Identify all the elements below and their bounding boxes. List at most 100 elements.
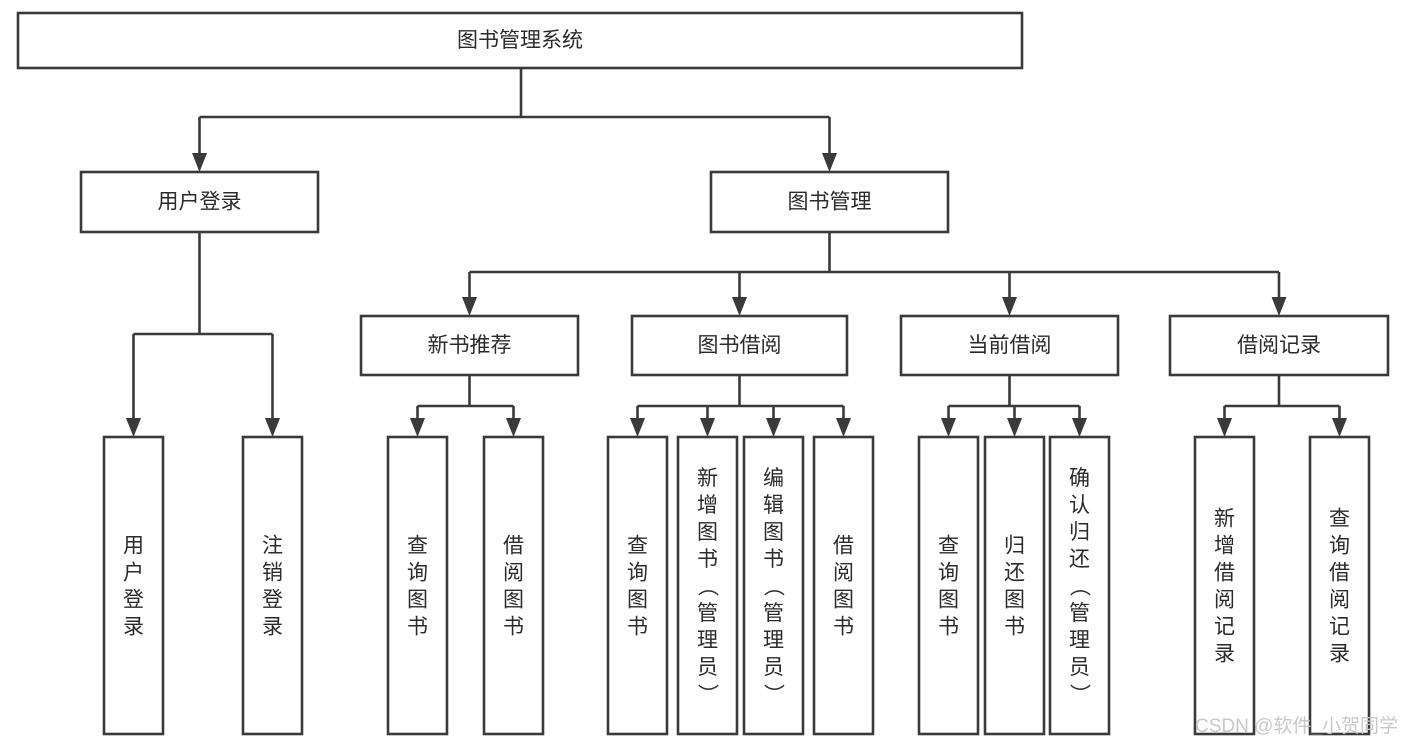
node-label-char: 录 (262, 616, 283, 639)
node-label-char: 借 (1329, 562, 1350, 585)
arrow-head (1332, 418, 1347, 437)
node-label-char: 图 (697, 521, 718, 544)
arrow-head (1072, 418, 1087, 437)
node-user-login[interactable]: 用户登录 (79, 170, 320, 234)
arrow-head (766, 418, 781, 437)
node-label-user-login: 用户登录 (158, 191, 242, 214)
node-label-char: 图 (763, 521, 784, 544)
node-box-borrow-record (1168, 314, 1390, 377)
node-leaf-user-login[interactable]: 用户登录 (102, 435, 165, 736)
node-box-leaf-add-record (1193, 435, 1256, 736)
node-label-char: 登 (123, 589, 144, 612)
connector-layer (126, 68, 1347, 437)
node-label-char: 记 (1329, 616, 1350, 639)
node-label-char: 理 (697, 629, 718, 652)
node-label-char: 借 (833, 535, 854, 558)
node-box-leaf-query-book-cb (917, 435, 980, 736)
node-label-char: ） (1068, 684, 1091, 705)
node-label-char: 阅 (833, 562, 854, 585)
arrow-head (1271, 297, 1287, 316)
node-label-root: 图书管理系统 (457, 29, 583, 52)
node-book-borrow[interactable]: 图书借阅 (630, 314, 849, 377)
node-label-char: 增 (1214, 535, 1235, 558)
node-label-char: 录 (1214, 643, 1235, 666)
node-box-leaf-query-book-bb (606, 435, 669, 736)
node-current-borrow[interactable]: 当前借阅 (899, 314, 1120, 377)
node-book-manage[interactable]: 图书管理 (709, 170, 950, 234)
node-label-char: 图 (627, 589, 648, 612)
node-layer: 图书管理系统用户登录图书管理新书推荐图书借阅当前借阅借阅记录用户登录注销登录查询… (16, 11, 1390, 736)
node-box-book-borrow (630, 314, 849, 377)
node-box-book-manage (709, 170, 950, 234)
node-label-char: 借 (1214, 562, 1235, 585)
node-label-char: （ (762, 576, 785, 597)
node-label-book-manage: 图书管理 (788, 191, 872, 214)
node-label-char: 询 (407, 562, 428, 585)
node-label-char: 查 (627, 535, 648, 558)
arrow-head (1007, 418, 1022, 437)
node-root[interactable]: 图书管理系统 (16, 11, 1024, 70)
node-label-new-book-recommend: 新书推荐 (428, 334, 512, 357)
arrow-head (836, 418, 851, 437)
node-box-leaf-confirm-return (1048, 435, 1111, 736)
arrow-head (126, 418, 141, 437)
node-label-char: 查 (407, 535, 428, 558)
arrow-head (941, 418, 956, 437)
node-label-char: 还 (1069, 548, 1090, 571)
node-label-char: 书 (938, 616, 959, 639)
node-label-char: 查 (938, 535, 959, 558)
node-label-char: 书 (763, 548, 784, 571)
node-label-char: ） (762, 684, 785, 705)
node-box-new-book-recommend (359, 314, 580, 377)
node-box-leaf-query-record (1308, 435, 1371, 736)
node-label-char: 阅 (503, 562, 524, 585)
node-label-char: 书 (627, 616, 648, 639)
node-box-user-login (79, 170, 320, 234)
node-label-char: 员 (1069, 656, 1090, 679)
node-label-char: 书 (833, 616, 854, 639)
node-label-char: 查 (1329, 508, 1350, 531)
node-label-char: 新 (1214, 508, 1235, 531)
arrow-head (462, 297, 477, 316)
node-label-char: 书 (1004, 616, 1025, 639)
node-label-char: 管 (763, 602, 784, 625)
node-box-leaf-borrow-book-bb (812, 435, 875, 736)
node-box-leaf-edit-book (742, 435, 805, 736)
node-label-char: 记 (1214, 616, 1235, 639)
node-label-char: 理 (1069, 629, 1090, 652)
node-label-char: （ (696, 576, 719, 597)
arrow-head (822, 153, 837, 172)
node-label-char: 员 (763, 656, 784, 679)
node-label-char: 户 (123, 562, 144, 585)
node-label-borrow-record: 借阅记录 (1237, 334, 1321, 357)
node-label-book-borrow: 图书借阅 (698, 334, 782, 357)
node-label-char: 书 (697, 548, 718, 571)
node-box-leaf-user-logout (241, 435, 304, 736)
node-label-char: 询 (1329, 535, 1350, 558)
node-label-char: 确 (1069, 467, 1090, 490)
node-label-char: 录 (1329, 643, 1350, 666)
arrow-head (732, 297, 747, 316)
node-label-char: 图 (503, 589, 524, 612)
node-label-char: 归 (1004, 535, 1025, 558)
arrow-head (1217, 418, 1232, 437)
node-borrow-record[interactable]: 借阅记录 (1168, 314, 1390, 377)
node-box-root (16, 11, 1024, 70)
node-new-book-recommend[interactable]: 新书推荐 (359, 314, 580, 377)
node-label-char: 登 (262, 589, 283, 612)
arrow-head (1002, 297, 1017, 316)
node-label-char: 理 (763, 629, 784, 652)
